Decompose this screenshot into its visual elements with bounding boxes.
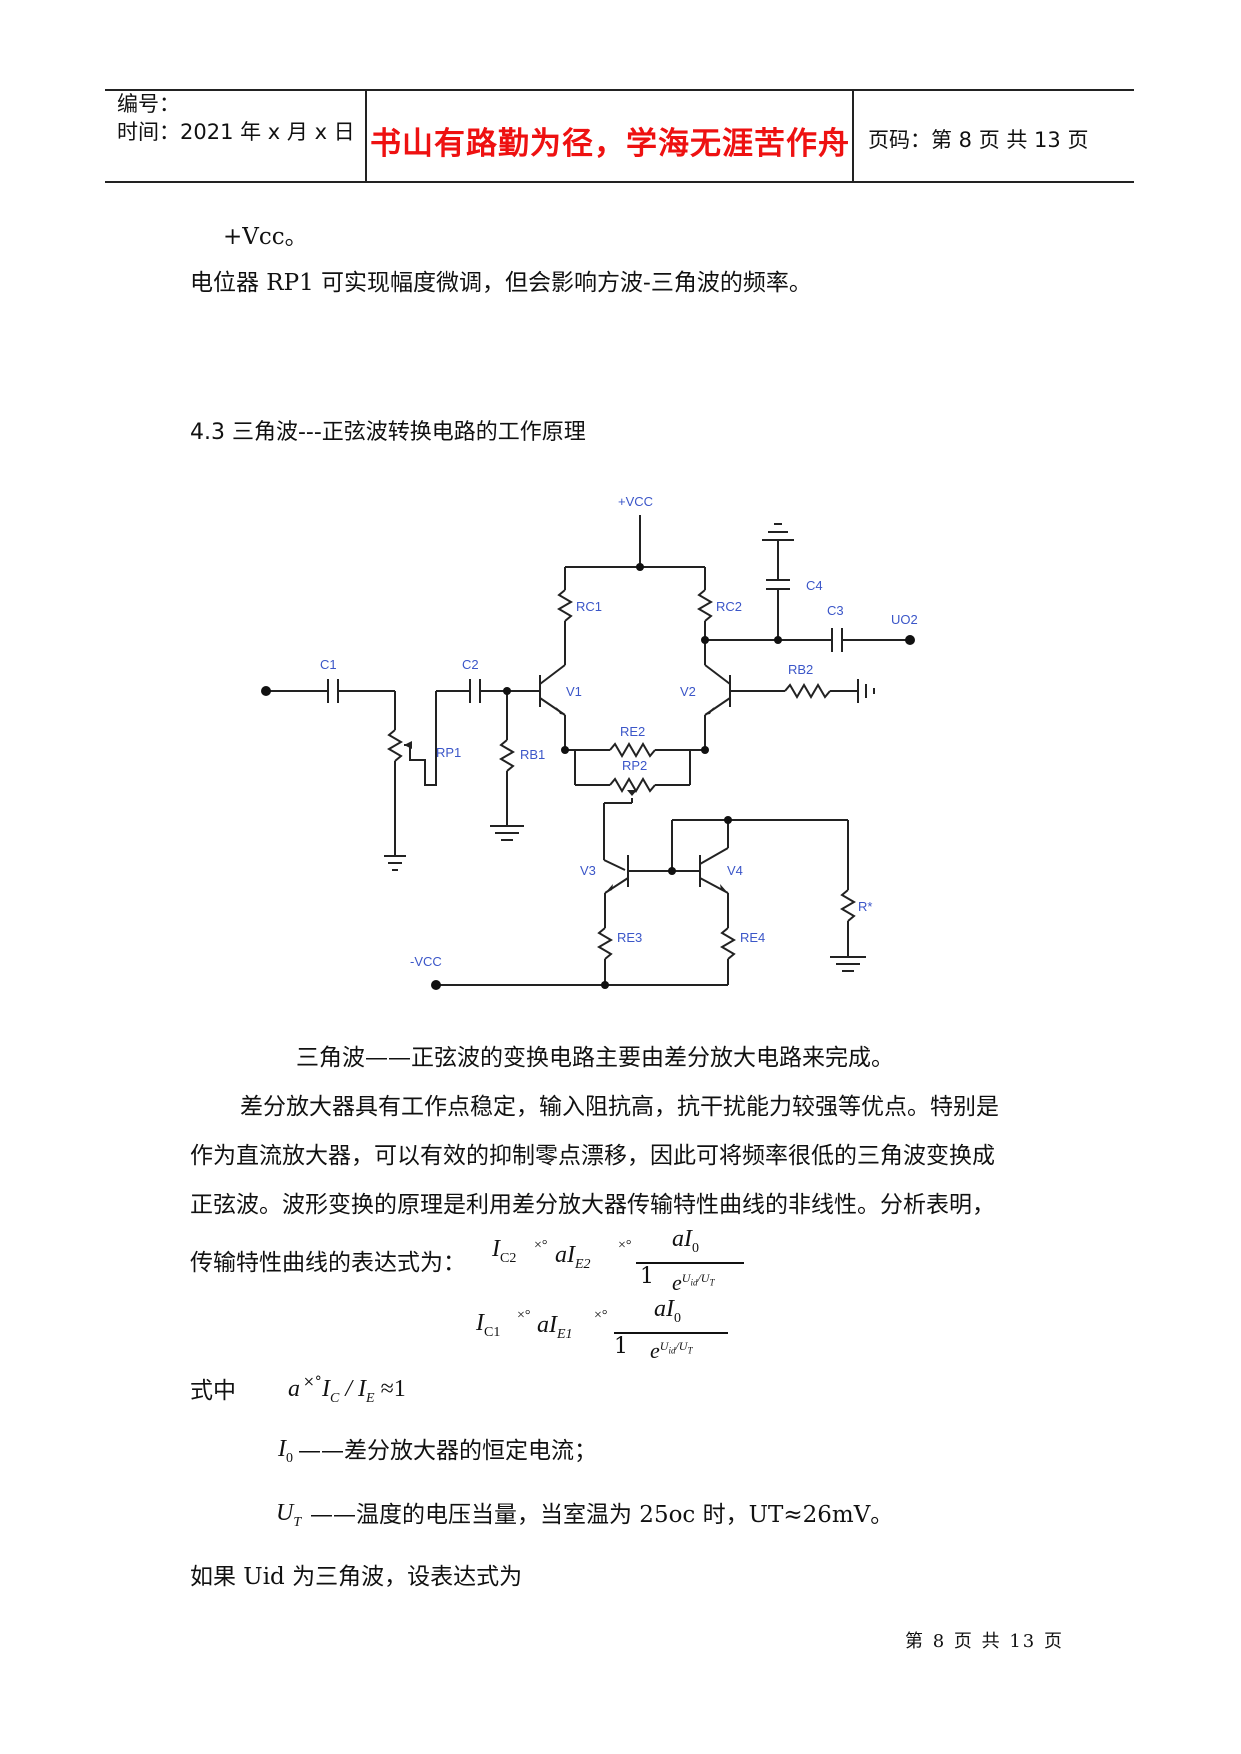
formula-ic2-num: aI0	[672, 1226, 699, 1256]
formula-ic1: IC1	[476, 1310, 501, 1340]
formula-ae1: aIE1	[537, 1312, 573, 1342]
def-i0-text: ——差分放大器的恒定电流；	[298, 1438, 597, 1464]
para-intro: 三角波——正弦波的变换电路主要由差分放大电路来完成。	[296, 1045, 894, 1071]
label-v3: V3	[580, 863, 596, 878]
time-label: 时间：2021 年 x 月 x 日	[117, 120, 355, 144]
formula-ic2-sym1: ×°	[534, 1238, 548, 1253]
where-sym: ×°	[303, 1374, 322, 1390]
label-v1: V1	[566, 684, 582, 699]
para-line-2: 作为直流放大器，可以有效的抑制零点漂移，因此可将频率很低的三角波变换成	[190, 1143, 995, 1169]
text-rp1-note: 电位器 RP1 可实现幅度微调，但会影响方波-三角波的频率。	[190, 270, 812, 296]
formula-ae2: aIE2	[555, 1242, 591, 1272]
formula-ic2-fraction-bar	[636, 1262, 744, 1264]
where-expr: IC / IE ≈1	[322, 1376, 406, 1406]
formula-ic1-den-one: 1	[614, 1334, 628, 1359]
label-rstar: R*	[858, 899, 872, 914]
para-line-1: 差分放大器具有工作点稳定，输入阻抗高，抗干扰能力较强等优点。特别是	[240, 1094, 999, 1120]
label-rp1: RP1	[436, 745, 461, 760]
formula-ic2-sym2: ×°	[618, 1238, 632, 1253]
label-v4: V4	[727, 863, 743, 878]
header-meta: 编号： 时间：2021 年 x 月 x 日	[117, 90, 355, 146]
formula-ic1-fraction-bar	[614, 1332, 728, 1334]
formula-ic1-den: eUid/UT	[650, 1338, 693, 1363]
def-i0-symbol: I0	[278, 1436, 293, 1466]
where-a: a	[288, 1376, 300, 1402]
label-vcc-pos: +VCC	[618, 494, 653, 509]
label-re4: RE4	[740, 930, 765, 945]
label-c3: C3	[827, 603, 844, 618]
formula-ic1-sym2: ×°	[594, 1308, 608, 1323]
def-ut-symbol: UT	[276, 1500, 302, 1530]
label-c2: C2	[462, 657, 479, 672]
header-bottom-rule	[105, 181, 1134, 183]
text-last-line: 如果 Uid 为三角波，设表达式为	[190, 1564, 523, 1590]
label-c4: C4	[806, 578, 823, 593]
label-rb1: RB1	[520, 747, 545, 762]
where-label: 式中	[190, 1378, 236, 1404]
section-title: 4.3 三角波---正弦波转换电路的工作原理	[190, 420, 586, 445]
label-c1: C1	[320, 657, 337, 672]
label-rc1: RC1	[576, 599, 602, 614]
page-footer: 第 8 页 共 13 页	[905, 1631, 1064, 1652]
circuit-diagram: +VCC C4 RC1 RC2 C3 UO2 C1 C2 RB2 V1 V2 R…	[261, 494, 918, 990]
header-top-rule	[105, 89, 1134, 91]
formula-ic2-den: eUid/UT	[672, 1270, 715, 1295]
label-uo2: UO2	[891, 612, 918, 627]
label-re3: RE3	[617, 930, 642, 945]
header-divider-left	[365, 89, 367, 183]
formula-ic2-den-one: 1	[640, 1264, 654, 1289]
para-line-3: 正弦波。波形变换的原理是利用差分放大器传输特性曲线的非线性。分析表明，	[190, 1192, 995, 1218]
para-line-4: 传输特性曲线的表达式为：	[190, 1250, 466, 1276]
label-rc2: RC2	[716, 599, 742, 614]
label-vcc-neg: -VCC	[410, 954, 442, 969]
header-page-info: 页码：第 8 页 共 13 页	[868, 128, 1089, 152]
label-v2: V2	[680, 684, 696, 699]
formula-ic1-num: aI0	[654, 1296, 681, 1326]
def-ut-text: ——温度的电压当量，当室温为 25oc 时，UT≈26mV。	[310, 1502, 894, 1528]
header-motto: 书山有路勤为径，学海无涯苦作舟	[370, 126, 850, 162]
number-label: 编号：	[117, 92, 180, 116]
formula-ic1-sym1: ×°	[517, 1308, 531, 1323]
label-rp2: RP2	[622, 758, 647, 773]
text-vcc: +Vcc。	[223, 224, 308, 250]
formula-ic2: IC2	[492, 1236, 517, 1266]
label-re2: RE2	[620, 724, 645, 739]
header-divider-right	[852, 89, 854, 183]
label-rb2: RB2	[788, 662, 813, 677]
